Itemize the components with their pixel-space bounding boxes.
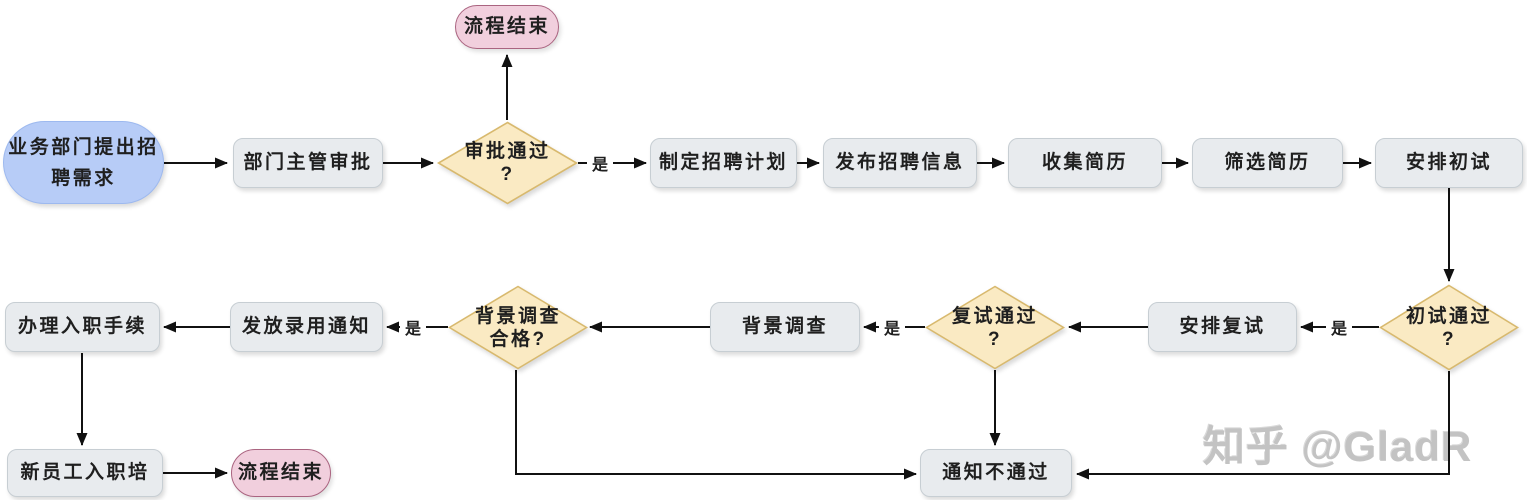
node-label: 部门主管审批 bbox=[243, 152, 373, 173]
node-label: 业务部门提出招聘需求 bbox=[8, 136, 159, 189]
node-start-recruitment-request: 业务部门提出招聘需求 bbox=[3, 121, 164, 204]
node-decision-background-check-pass: 背景调查 合格? bbox=[447, 285, 589, 370]
node-end-process-top: 流程结束 bbox=[455, 5, 559, 49]
node-collect-resumes: 收集简历 bbox=[1008, 138, 1162, 188]
node-end-process-bottom: 流程结束 bbox=[231, 449, 331, 497]
node-new-employee-training: 新员工入职培 bbox=[7, 449, 163, 497]
node-label: 办理入职手续 bbox=[17, 316, 147, 337]
edge-label-yes-background-check: 是 bbox=[399, 315, 427, 339]
node-notify-rejection: 通知不通过 bbox=[920, 449, 1072, 497]
node-arrange-first-interview: 安排初试 bbox=[1375, 138, 1523, 188]
node-label: 新员工入职培 bbox=[20, 462, 150, 483]
diamond-shape bbox=[436, 121, 579, 205]
edge-label-yes-approval: 是 bbox=[586, 151, 614, 175]
node-dept-manager-approval: 部门主管审批 bbox=[233, 138, 383, 188]
node-arrange-second-interview: 安排复试 bbox=[1148, 302, 1297, 352]
node-label: 复试通过 ? bbox=[951, 305, 1038, 350]
node-background-check: 背景调查 bbox=[710, 302, 860, 352]
diamond-shape bbox=[447, 285, 589, 370]
node-send-offer-notice: 发放录用通知 bbox=[230, 302, 383, 352]
node-label: 初试通过 ? bbox=[1405, 305, 1492, 350]
node-label: 流程结束 bbox=[237, 462, 324, 483]
node-label: 发放录用通知 bbox=[241, 316, 371, 337]
edge-label-yes-second-interview: 是 bbox=[878, 315, 906, 339]
node-label: 审批通过 ? bbox=[464, 141, 551, 185]
node-decision-second-interview-pass: 复试通过 ? bbox=[924, 285, 1066, 370]
diamond-shape bbox=[924, 285, 1066, 370]
node-onboarding-procedures: 办理入职手续 bbox=[5, 302, 160, 352]
node-label: 筛选简历 bbox=[1224, 152, 1311, 173]
edge-label-yes-first-interview: 是 bbox=[1325, 315, 1353, 339]
diamond-shape bbox=[1378, 284, 1520, 371]
node-label: 背景调查 bbox=[741, 316, 828, 337]
edge-bgpass-no-to-reject bbox=[515, 370, 917, 480]
node-label: 流程结束 bbox=[463, 16, 550, 37]
node-label: 背景调查 合格? bbox=[474, 305, 561, 350]
node-make-recruitment-plan: 制定招聘计划 bbox=[650, 138, 797, 188]
edge-firstpass-no-to-reject bbox=[1076, 371, 1450, 480]
node-publish-recruitment-info: 发布招聘信息 bbox=[823, 138, 977, 188]
node-label: 通知不通过 bbox=[942, 462, 1050, 483]
node-label: 发布招聘信息 bbox=[835, 152, 965, 173]
node-label: 收集简历 bbox=[1041, 152, 1128, 173]
node-decision-first-interview-pass: 初试通过 ? bbox=[1378, 284, 1520, 371]
node-label: 安排复试 bbox=[1179, 316, 1266, 337]
watermark-text: 知乎 @GladR bbox=[1203, 423, 1473, 470]
node-label: 安排初试 bbox=[1405, 152, 1492, 173]
node-screen-resumes: 筛选简历 bbox=[1192, 138, 1343, 188]
node-decision-approval-pass: 审批通过 ? bbox=[436, 121, 579, 205]
node-label: 制定招聘计划 bbox=[658, 152, 788, 173]
